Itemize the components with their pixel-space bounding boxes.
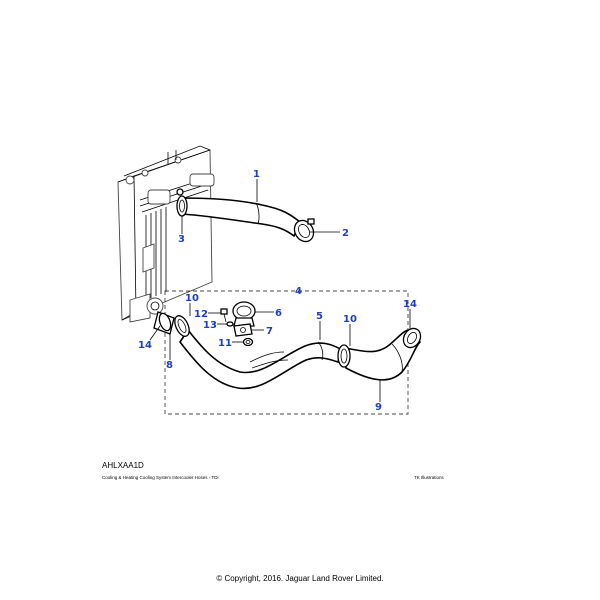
callout-5: 5 [316,311,323,322]
hose-connector-8 [153,311,175,335]
callout-3: 3 [178,234,185,245]
radiator-assembly [117,145,215,323]
diagram-reference-code: AHLXAA1D [102,461,144,470]
leader-lines [149,179,411,402]
nut-11 [242,337,254,347]
callout-1: 1 [253,169,260,180]
callout-10-right: 10 [343,314,357,325]
callout-13: 13 [203,320,217,331]
hose-clamp-14-right [402,327,422,349]
callout-10-left: 10 [185,293,199,304]
callout-8: 8 [166,360,173,371]
bracket-6 [232,301,256,327]
callout-11: 11 [218,338,232,349]
lower-intercooler-hose [179,329,343,390]
callout-14-left: 14 [138,340,152,351]
hose-clamp-2 [293,218,315,243]
washer-13 [226,321,234,327]
callout-14-right: 14 [403,299,417,310]
callout-2: 2 [342,228,349,239]
callout-6: 6 [275,308,282,319]
callout-4: 4 [295,286,302,297]
hose-clamp-10-right [337,344,351,368]
callout-7: 7 [266,326,273,337]
hose-clamp-10-left [174,315,190,337]
right-intercooler-hose [343,329,421,381]
bolt-12 [220,308,228,323]
copyright-notice: © Copyright, 2016. Jaguar Land Rover Lim… [216,574,384,583]
bracket-7 [233,323,253,337]
diagram-caption: Cooling & Heating Cooling System Interco… [102,475,219,480]
callout-12: 12 [194,309,208,320]
callout-9: 9 [375,402,382,413]
illustration-credit: TK Illustrations [414,475,444,480]
upper-intercooler-hose [176,188,301,237]
callouts: 1 2 3 4 5 6 7 8 9 10 10 11 12 13 14 14 [138,169,417,413]
